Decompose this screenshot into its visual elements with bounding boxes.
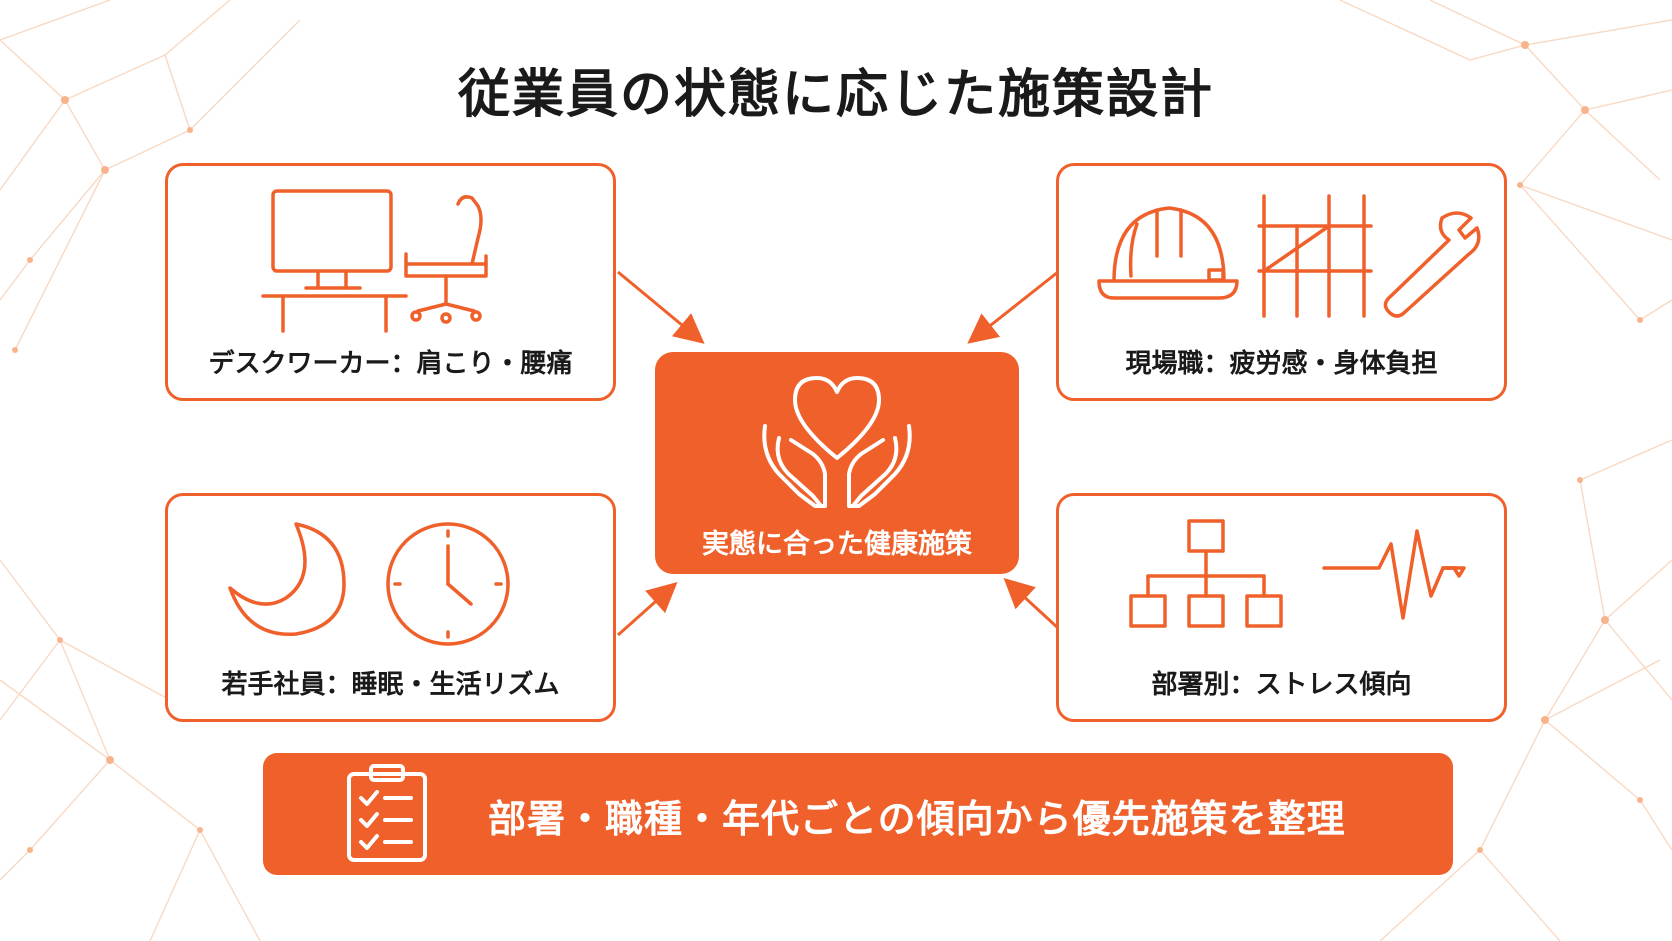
scaffolding-icon bbox=[1257, 194, 1373, 318]
card-desk-worker: デスクワーカー：肩こり・腰痛 bbox=[165, 163, 616, 401]
office-chair-icon bbox=[404, 195, 488, 324]
card-field-worker-label: 現場職：疲労感・身体負担 bbox=[1125, 349, 1438, 379]
page-title: 従業員の状態に応じた施策設計 bbox=[457, 65, 1214, 125]
banner-text: 部署・職種・年代ごとの傾向から優先施策を整理 bbox=[488, 797, 1346, 841]
card-desk-worker-label: デスクワーカー：肩こり・腰痛 bbox=[208, 349, 573, 379]
crescent-moon-icon bbox=[228, 522, 346, 637]
card-department: 部署別：ストレス傾向 bbox=[1056, 493, 1507, 722]
monitor-icon bbox=[261, 189, 408, 333]
card-young-employee: 若手社員：睡眠・生活リズム bbox=[165, 493, 616, 722]
heart-in-hands-icon bbox=[762, 376, 912, 508]
org-chart-icon bbox=[1129, 519, 1283, 628]
bottom-banner: 部署・職種・年代ごとの傾向から優先施策を整理 bbox=[263, 753, 1453, 875]
card-field-worker: 現場職：疲労感・身体負担 bbox=[1056, 163, 1507, 401]
arrow-field-to-center bbox=[967, 270, 1059, 344]
arrow-dept-to-center bbox=[1003, 577, 1060, 630]
arrow-young-to-center bbox=[617, 582, 678, 637]
wrench-icon bbox=[1383, 211, 1481, 318]
arrow-desk-to-center bbox=[617, 270, 705, 344]
center-health-measure: 実態に合った健康施策 bbox=[655, 352, 1019, 574]
hard-hat-icon bbox=[1097, 206, 1239, 300]
heartbeat-pulse-icon bbox=[1322, 529, 1466, 620]
card-young-employee-label: 若手社員：睡眠・生活リズム bbox=[221, 670, 560, 700]
checklist-clipboard-icon bbox=[347, 764, 427, 862]
center-label: 実態に合った健康施策 bbox=[702, 529, 972, 560]
card-department-label: 部署別：ストレス傾向 bbox=[1151, 670, 1412, 700]
clock-icon bbox=[386, 522, 510, 646]
